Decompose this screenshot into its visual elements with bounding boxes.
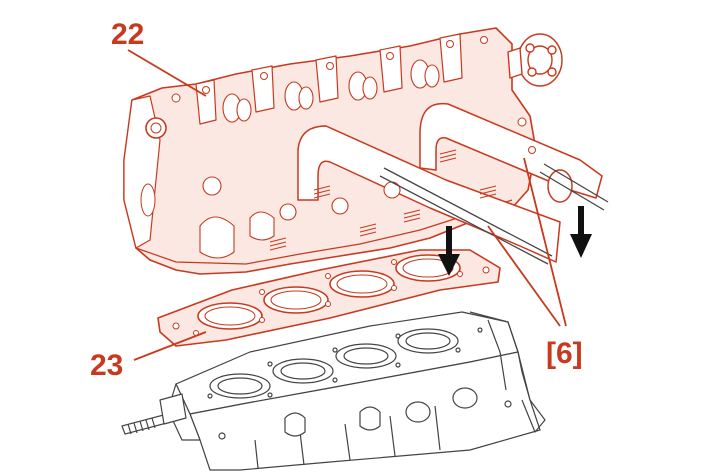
- guide-pins: [379, 163, 609, 265]
- down-arrows: [438, 206, 592, 276]
- callout-22: 22: [111, 18, 145, 51]
- down-arrow-icon: [570, 206, 592, 258]
- leader-22: [127, 49, 207, 97]
- callout-6: [6]: [546, 337, 583, 370]
- cam-sprocket: [507, 33, 563, 87]
- down-arrow-icon: [438, 226, 460, 276]
- cylinder-head: [123, 27, 603, 275]
- leader-6a: [487, 225, 561, 327]
- head-gasket: [157, 249, 501, 347]
- leader-lines: [127, 49, 567, 361]
- callout-23: 23: [90, 349, 124, 382]
- leader-23: [133, 331, 207, 361]
- leader-6b: [523, 157, 567, 327]
- engine-block: [121, 311, 546, 471]
